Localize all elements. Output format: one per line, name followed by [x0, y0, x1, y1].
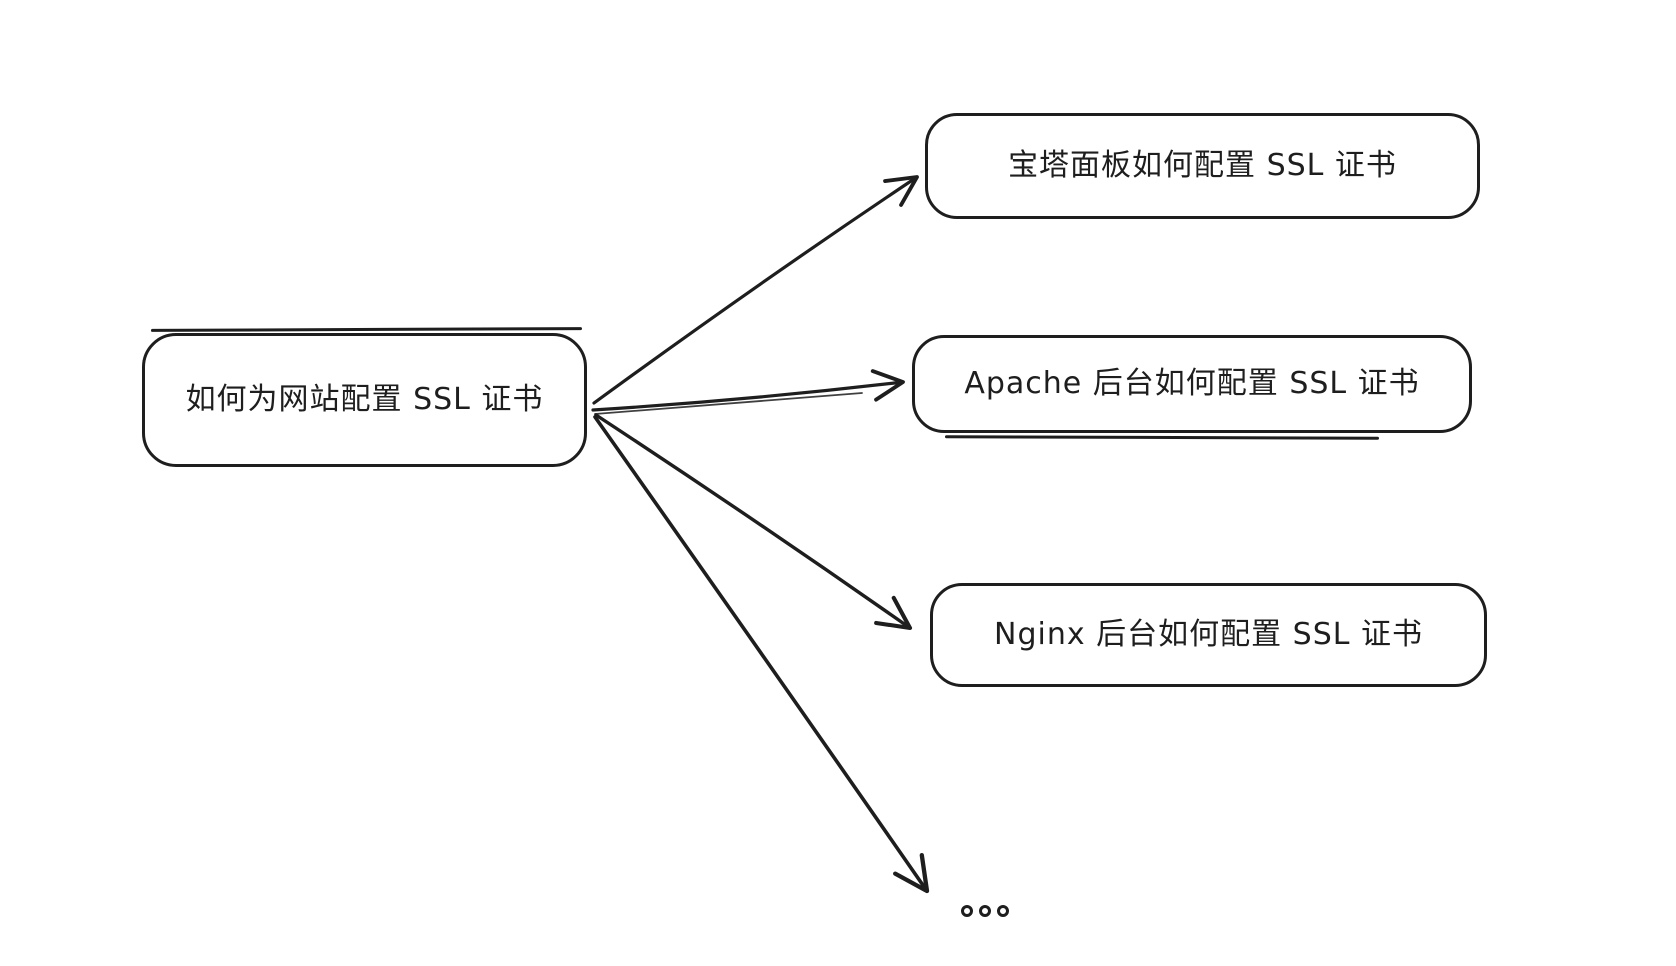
arrow-root-to-apache-overdraw — [594, 392, 863, 415]
node-baota-label: 宝塔面板如何配置 SSL 证书 — [1008, 148, 1397, 183]
dot-icon — [961, 905, 973, 917]
node-root[interactable]: 如何为网站配置 SSL 证书 — [142, 333, 587, 467]
dot-icon — [997, 905, 1009, 917]
node-root-label: 如何为网站配置 SSL 证书 — [185, 382, 544, 417]
arrow-root-to-baota[interactable] — [592, 175, 919, 405]
node-baota-panel[interactable]: 宝塔面板如何配置 SSL 证书 — [925, 113, 1480, 219]
arrow-root-to-apache[interactable] — [591, 369, 905, 412]
node-apache-label: Apache 后台如何配置 SSL 证书 — [964, 366, 1420, 401]
arrow-root-to-nginx[interactable] — [594, 413, 913, 631]
node-nginx-label: Nginx 后台如何配置 SSL 证书 — [994, 617, 1423, 652]
dot-icon — [979, 905, 991, 917]
arrow-root-to-more[interactable] — [593, 415, 930, 894]
node-nginx[interactable]: Nginx 后台如何配置 SSL 证书 — [930, 583, 1487, 687]
ellipsis-dots[interactable] — [958, 905, 1012, 917]
node-apache[interactable]: Apache 后台如何配置 SSL 证书 — [912, 335, 1472, 433]
